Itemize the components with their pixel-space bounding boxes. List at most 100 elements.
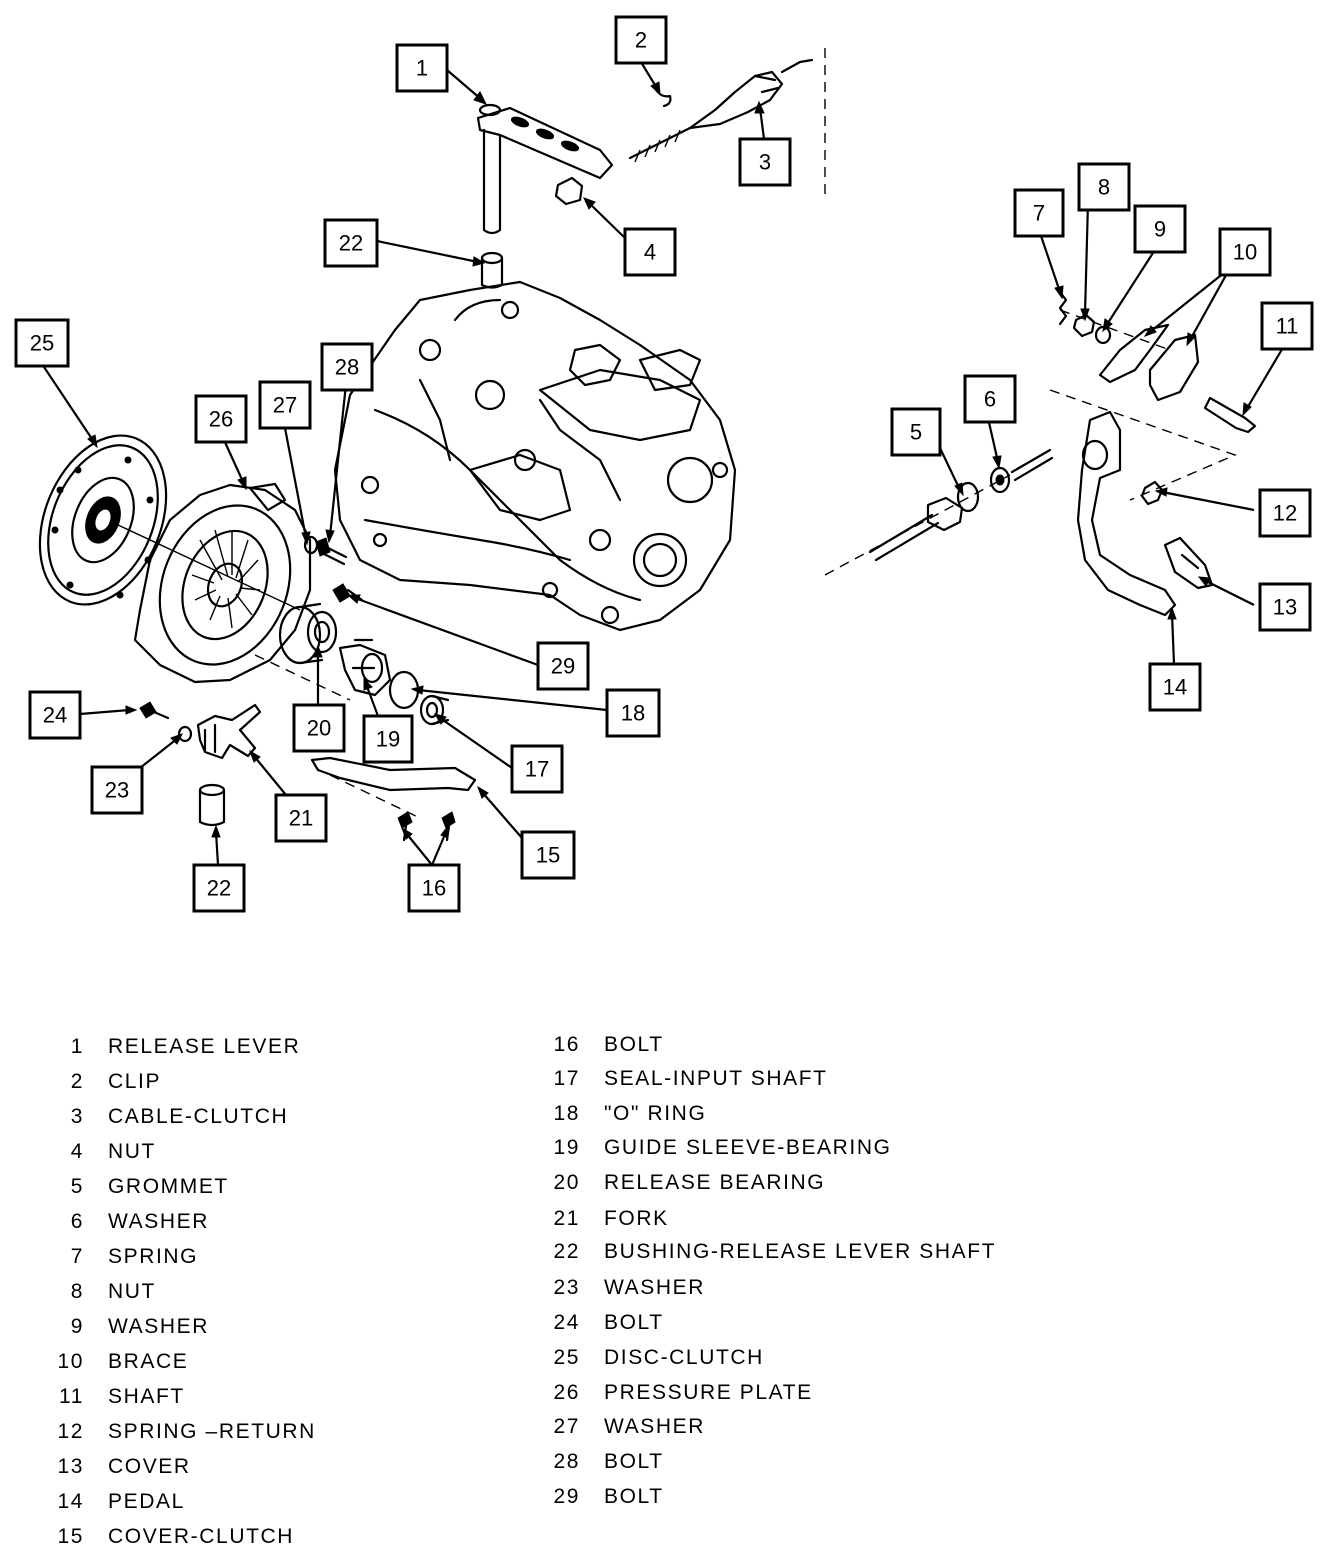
legend-number: 20 bbox=[553, 1171, 580, 1194]
legend-label: BOLT bbox=[604, 1033, 664, 1056]
brace bbox=[1098, 323, 1170, 384]
legend-number: 15 bbox=[57, 1525, 84, 1548]
legend-number: 7 bbox=[70, 1245, 84, 1268]
legend-label: SPRING bbox=[108, 1245, 199, 1268]
svg-text:3: 3 bbox=[759, 150, 771, 175]
callout-5: 5 bbox=[890, 407, 942, 457]
legend-label: BRACE bbox=[108, 1350, 189, 1373]
pedal bbox=[1076, 410, 1177, 617]
callout-2: 2 bbox=[614, 15, 668, 65]
legend-label: WASHER bbox=[604, 1276, 705, 1299]
callout-15: 15 bbox=[520, 830, 576, 880]
legend-number: 1 bbox=[70, 1035, 84, 1058]
callout-20: 20 bbox=[292, 703, 346, 753]
washer-23 bbox=[177, 725, 193, 743]
callout-26: 26 bbox=[194, 394, 248, 444]
callout-3: 3 bbox=[738, 137, 792, 187]
callout-7: 7 bbox=[1013, 188, 1065, 238]
bolt-28 bbox=[315, 537, 348, 566]
callout-27: 27 bbox=[258, 380, 312, 430]
legend-number: 13 bbox=[57, 1455, 84, 1478]
svg-text:8: 8 bbox=[1098, 175, 1110, 200]
svg-text:10: 10 bbox=[1233, 240, 1257, 265]
legend-number: 10 bbox=[57, 1350, 84, 1373]
svg-text:20: 20 bbox=[307, 716, 331, 741]
legend-number: 11 bbox=[59, 1385, 84, 1408]
callout-18: 18 bbox=[605, 688, 661, 738]
svg-text:16: 16 bbox=[422, 876, 446, 901]
release-lever bbox=[476, 103, 614, 235]
legend-label: PRESSURE PLATE bbox=[604, 1381, 813, 1404]
release-fork bbox=[196, 703, 262, 760]
guide-sleeve-bearing bbox=[338, 638, 392, 697]
svg-text:6: 6 bbox=[984, 387, 996, 412]
legend-label: BOLT bbox=[604, 1450, 664, 1473]
legend-number: 22 bbox=[553, 1240, 580, 1263]
clutch-cover bbox=[310, 756, 477, 792]
legend-label: CABLE-CLUTCH bbox=[108, 1105, 289, 1128]
svg-text:2: 2 bbox=[635, 28, 647, 53]
legend-number: 21 bbox=[553, 1207, 580, 1230]
clutch-disc bbox=[38, 434, 301, 611]
legend-label: "O" RING bbox=[604, 1102, 707, 1125]
svg-text:22: 22 bbox=[207, 876, 231, 901]
callout-24: 24 bbox=[28, 690, 82, 740]
svg-text:23: 23 bbox=[105, 778, 129, 803]
legend-label: WASHER bbox=[108, 1210, 209, 1233]
release-bearing bbox=[254, 602, 351, 701]
clutch-cable bbox=[628, 48, 826, 200]
grommet bbox=[926, 496, 964, 532]
callout-14: 14 bbox=[1148, 662, 1202, 712]
legend-number: 5 bbox=[70, 1175, 84, 1198]
svg-text:21: 21 bbox=[289, 806, 313, 831]
legend-number: 23 bbox=[553, 1276, 580, 1299]
svg-text:27: 27 bbox=[273, 393, 297, 418]
svg-text:29: 29 bbox=[551, 654, 575, 679]
legend-number: 4 bbox=[70, 1140, 84, 1163]
legend-label: RELEASE LEVER bbox=[108, 1035, 301, 1058]
legend-number: 28 bbox=[553, 1450, 580, 1473]
callout-12: 12 bbox=[1258, 488, 1312, 538]
legend-number: 29 bbox=[553, 1485, 580, 1508]
svg-text:18: 18 bbox=[621, 701, 645, 726]
legend-label: SPRING –RETURN bbox=[108, 1420, 316, 1443]
bolt-24 bbox=[139, 701, 170, 720]
callout-9: 9 bbox=[1133, 204, 1187, 254]
legend-number: 24 bbox=[553, 1311, 580, 1334]
legend-label: WASHER bbox=[108, 1315, 209, 1338]
legend-label: DISC-CLUTCH bbox=[604, 1346, 764, 1369]
legend-label: FORK bbox=[604, 1207, 669, 1230]
legend-number: 12 bbox=[57, 1420, 84, 1443]
leader-lines bbox=[41, 61, 1285, 866]
svg-text:4: 4 bbox=[644, 240, 656, 265]
legend-label: COVER-CLUTCH bbox=[108, 1525, 295, 1548]
svg-text:26: 26 bbox=[209, 407, 233, 432]
legend-label: COVER bbox=[108, 1455, 191, 1478]
callout-22-bottom: 22 bbox=[192, 863, 246, 913]
callout-10: 10 bbox=[1218, 227, 1272, 277]
svg-text:13: 13 bbox=[1273, 595, 1297, 620]
legend-number: 17 bbox=[553, 1067, 580, 1090]
svg-text:7: 7 bbox=[1033, 201, 1045, 226]
legend-number: 19 bbox=[553, 1136, 580, 1159]
callout-17: 17 bbox=[510, 744, 564, 794]
callout-25: 25 bbox=[14, 318, 70, 368]
callout-23: 23 bbox=[90, 765, 144, 815]
legend-number: 14 bbox=[57, 1490, 84, 1513]
legend-number: 3 bbox=[70, 1105, 84, 1128]
bushing-upper bbox=[480, 251, 504, 289]
legend-number: 18 bbox=[553, 1102, 580, 1125]
svg-text:11: 11 bbox=[1276, 314, 1299, 339]
callout-19: 19 bbox=[362, 714, 414, 764]
pedal-assembly bbox=[824, 290, 1257, 617]
callout-4: 4 bbox=[623, 227, 677, 277]
legend-number: 25 bbox=[553, 1346, 580, 1369]
svg-text:5: 5 bbox=[910, 420, 922, 445]
legend-number: 8 bbox=[70, 1280, 84, 1303]
svg-text:25: 25 bbox=[30, 331, 54, 356]
callout-6: 6 bbox=[963, 374, 1017, 424]
bushing-lower bbox=[198, 783, 226, 827]
legend-number: 6 bbox=[70, 1210, 84, 1233]
svg-text:22: 22 bbox=[339, 231, 363, 256]
